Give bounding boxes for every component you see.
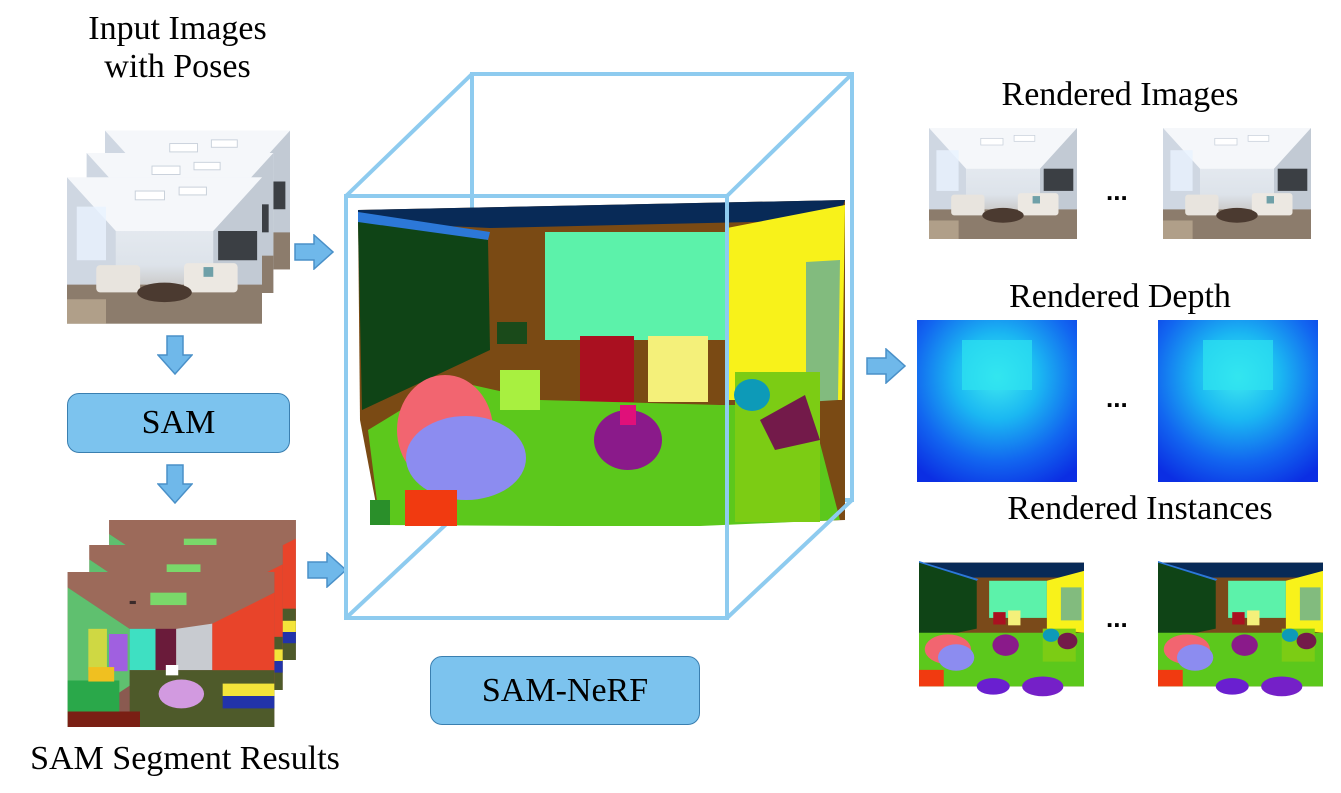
ellipsis-instances: ...: [1106, 603, 1128, 633]
rendered-instance-2: [1158, 560, 1323, 697]
sam-segment-stack: [67, 520, 296, 727]
rendered-images-title: Rendered Images: [1001, 76, 1239, 113]
sam-results-title: SAM Segment Results: [30, 740, 340, 777]
sam-nerf-box: SAM-NeRF: [430, 656, 700, 725]
arrow-segments-to-nerf: [307, 552, 347, 588]
input-images-title-line2: with Poses: [104, 48, 251, 85]
arrow-images-to-nerf: [294, 234, 334, 270]
sam-box: SAM: [67, 393, 290, 453]
rendered-depth-title: Rendered Depth: [1009, 278, 1231, 315]
rendered-image-2: [1163, 127, 1311, 240]
arrow-down-to-segments: [157, 464, 193, 504]
segment-image-front: [67, 572, 275, 727]
rendered-depth-2: [1158, 320, 1318, 482]
input-image-front: [67, 177, 262, 324]
rendered-image-1: [929, 127, 1077, 240]
input-images-title-line1: Input Images: [88, 10, 267, 47]
arrow-down-to-sam: [157, 335, 193, 375]
rendered-instance-1: [919, 560, 1084, 697]
rendered-depth-1: [917, 320, 1077, 482]
input-image-stack: [67, 130, 290, 324]
ellipsis-depth: ...: [1106, 383, 1128, 413]
rendered-instances-title: Rendered Instances: [1007, 490, 1273, 527]
arrow-nerf-to-renders: [866, 348, 906, 384]
segmented-scene: [358, 200, 845, 526]
ellipsis-images: ...: [1106, 176, 1128, 206]
nerf-cube: [344, 72, 854, 620]
